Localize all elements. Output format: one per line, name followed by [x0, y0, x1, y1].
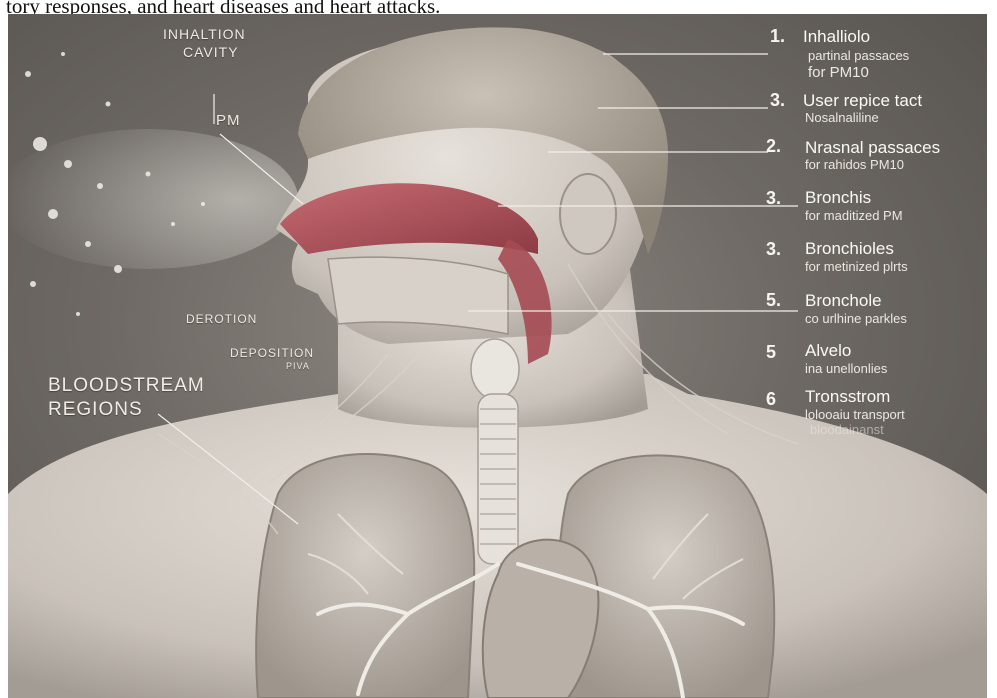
label-title: Alvelo [805, 341, 851, 361]
cavity-label: CAVITY [183, 44, 239, 60]
label-title: Bronchole [805, 291, 882, 311]
label-title: User repice tact [803, 91, 922, 111]
left-lung [256, 454, 474, 698]
label-subtitle: partinal passaces [808, 48, 909, 63]
deposition-label: DEPOSITION [230, 346, 314, 360]
label-number: 3. [770, 90, 785, 111]
label-number: 1. [770, 26, 785, 47]
label-subtitle-2: for PM10 [808, 64, 869, 81]
label-subtitle: co urlhine parkles [805, 311, 907, 326]
label-subtitle: for rahidos PM10 [805, 157, 904, 172]
label-subtitle: lolooaiu transport [805, 407, 905, 422]
label-subtitle: for maditized PM [805, 208, 903, 223]
deposition-sub-label: PIVA [286, 361, 310, 371]
label-number: 6 [766, 389, 776, 410]
label-title: Nrasnal passaces [805, 138, 940, 158]
particle-cloud [8, 129, 298, 269]
larynx [471, 339, 519, 399]
label-number: 3. [766, 239, 781, 260]
regions-label: REGIONS [48, 399, 143, 421]
label-number: 5. [766, 290, 781, 311]
label-title: Bronchioles [805, 239, 894, 259]
label-subtitle: Nosalnaliline [805, 110, 879, 125]
respiratory-illustration: INHALTION CAVITY PM DEROTION DEPOSITION … [8, 14, 987, 698]
label-title: Inhalliolo [803, 27, 870, 47]
label-subtitle: for metinized plrts [805, 259, 908, 274]
palate [328, 257, 508, 334]
ear [560, 174, 616, 254]
inhalation-label: INHALTION [163, 26, 246, 42]
pm-label: PM [216, 112, 241, 129]
label-number: 3. [766, 188, 781, 209]
label-subtitle: ina unellonlies [805, 361, 887, 376]
label-number: 2. [766, 136, 781, 157]
label-title: Bronchis [805, 188, 871, 208]
bloodstream-label: BLOODSTREAM [48, 375, 205, 397]
derotion-label: DEROTION [186, 312, 257, 326]
label-subtitle-2: bloodainanst [810, 422, 884, 437]
trachea [478, 394, 518, 564]
label-number: 5 [766, 342, 776, 363]
label-title: Tronsstrom [805, 387, 890, 407]
